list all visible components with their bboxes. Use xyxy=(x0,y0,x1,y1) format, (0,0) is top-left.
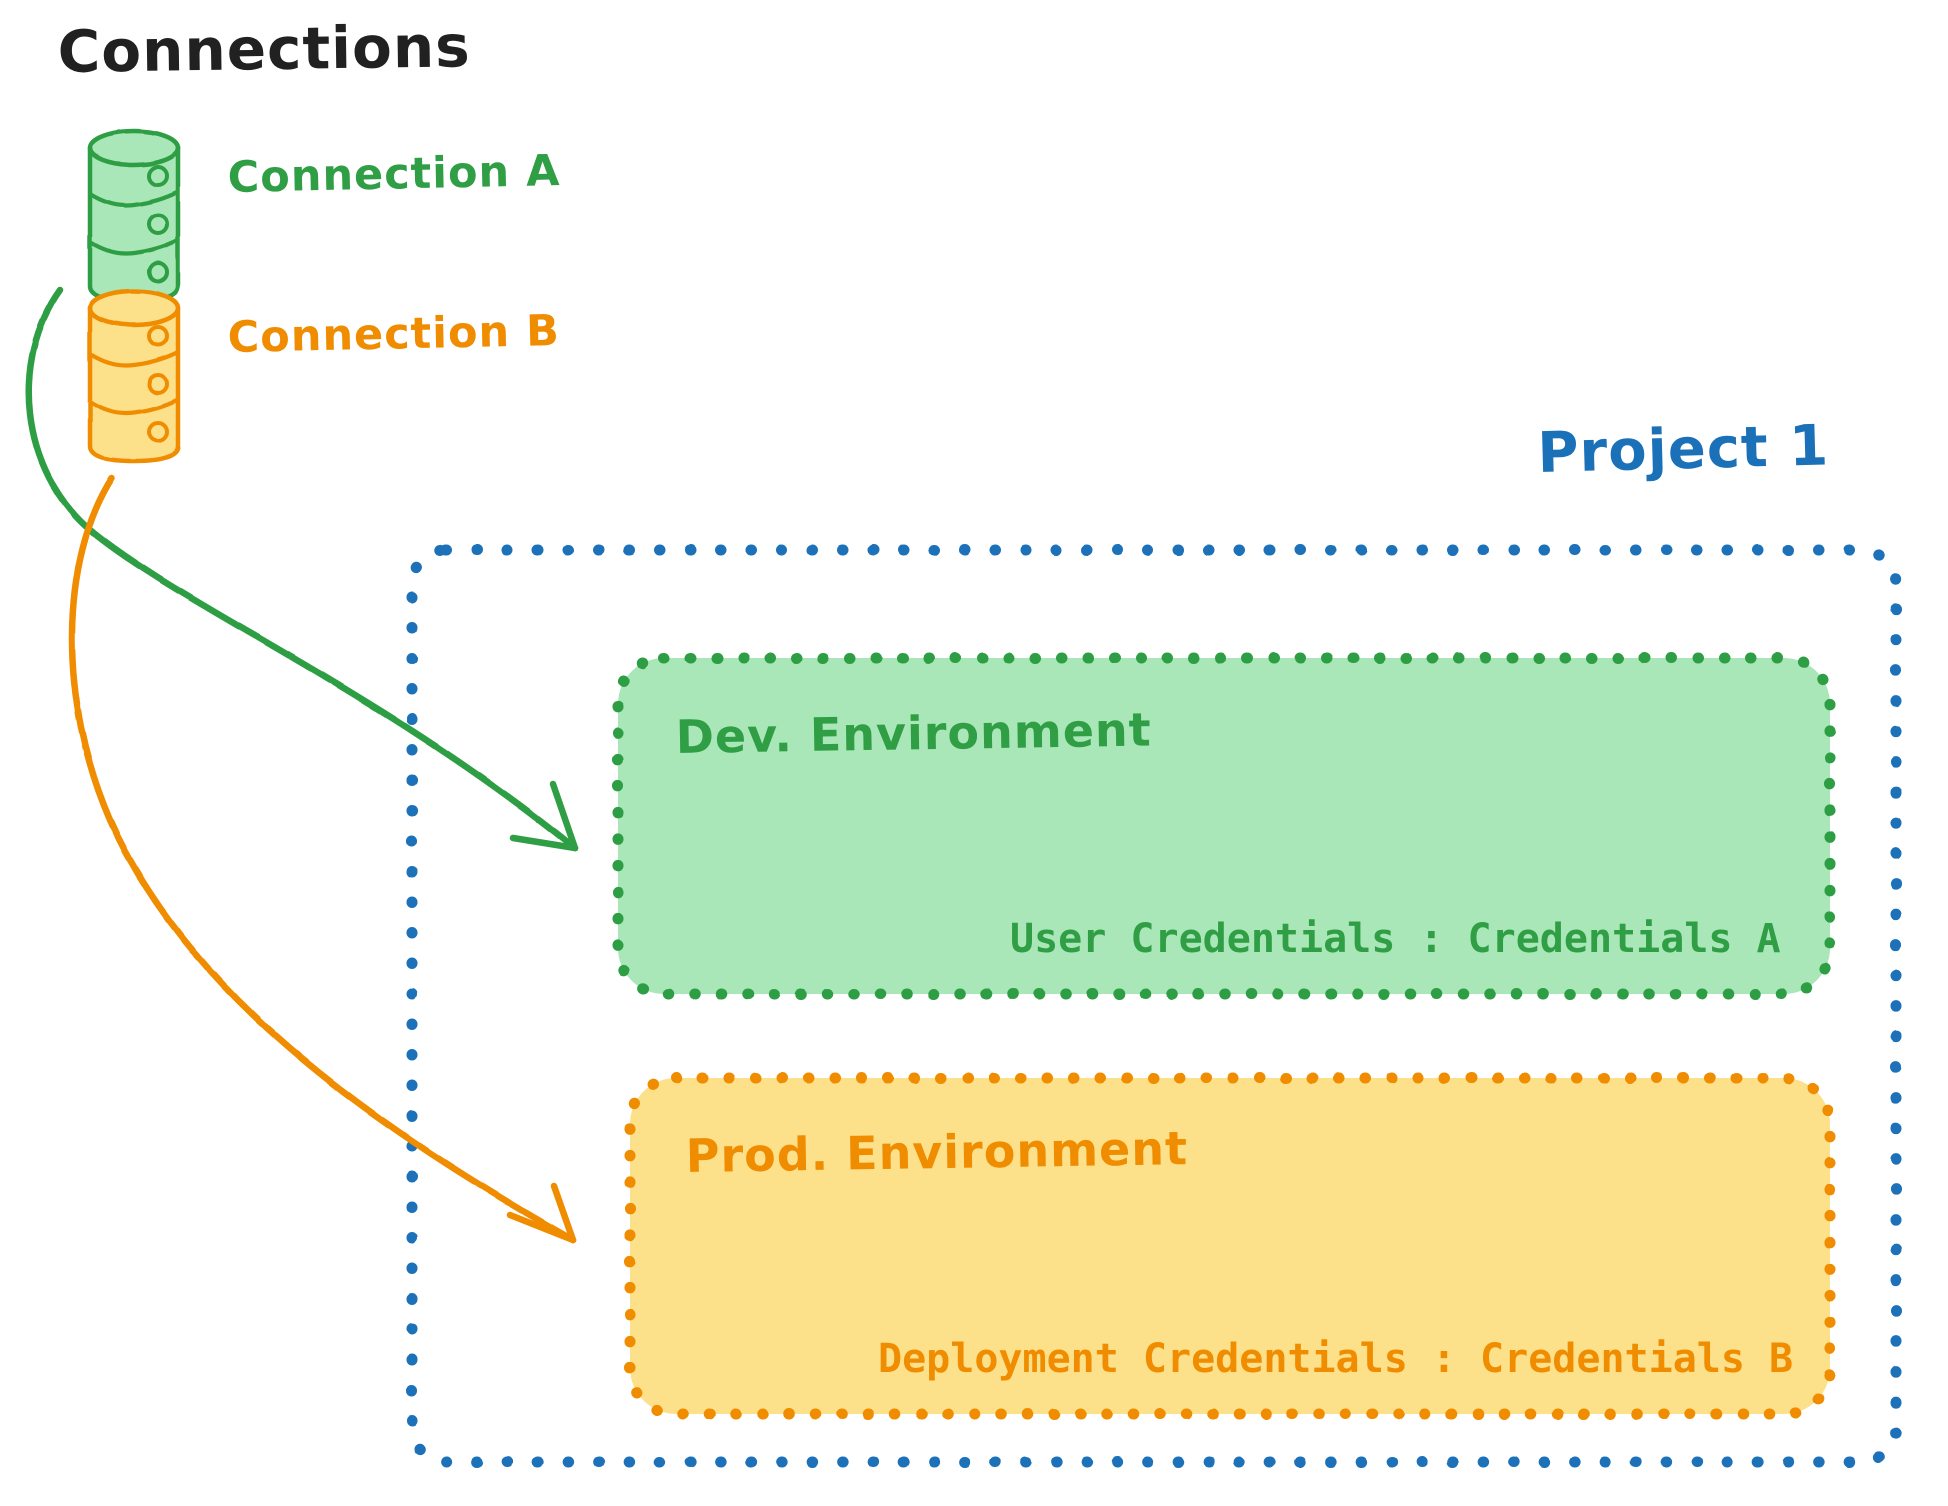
arrowhead-stroke xyxy=(506,1211,577,1244)
database-cylinder-icon xyxy=(87,128,181,304)
database-cylinder-icon xyxy=(87,288,181,464)
prod-environment-title: Prod. Environment xyxy=(685,1121,1188,1183)
connection-a-label: Connection A xyxy=(227,146,561,203)
page-title: Connections xyxy=(57,12,471,86)
dev-environment-fill xyxy=(618,658,1830,994)
arrowhead-stroke xyxy=(549,780,579,852)
arrow-line xyxy=(68,474,577,1244)
project-container[interactable]: Project 1 xyxy=(406,413,1902,1468)
project-dotted-border xyxy=(406,544,1902,1468)
arrowhead-stroke xyxy=(509,834,579,852)
prod-environment-dotted-border xyxy=(624,1072,1836,1420)
dev-environment-dotted-border xyxy=(612,652,1836,1000)
project-label: Project 1 xyxy=(1537,413,1830,486)
prod-environment-credentials: Deployment Credentials : Credentials B xyxy=(878,1336,1793,1382)
dev-environment-box[interactable]: Dev. Environment User Credentials : Cred… xyxy=(612,652,1836,1000)
arrow-line xyxy=(25,286,579,852)
connection-a-item[interactable]: Connection A xyxy=(87,128,561,304)
arrow-connection-a-to-dev xyxy=(25,286,579,852)
dev-environment-credentials: User Credentials : Credentials A xyxy=(1010,916,1781,962)
arrow-connection-b-to-prod xyxy=(68,474,577,1244)
connection-b-label: Connection B xyxy=(227,306,560,363)
connection-b-item[interactable]: Connection B xyxy=(87,288,560,464)
arrowhead-stroke xyxy=(550,1182,577,1244)
prod-environment-box[interactable]: Prod. Environment Deployment Credentials… xyxy=(624,1072,1836,1420)
prod-environment-fill xyxy=(630,1078,1830,1414)
dev-environment-title: Dev. Environment xyxy=(675,703,1152,764)
